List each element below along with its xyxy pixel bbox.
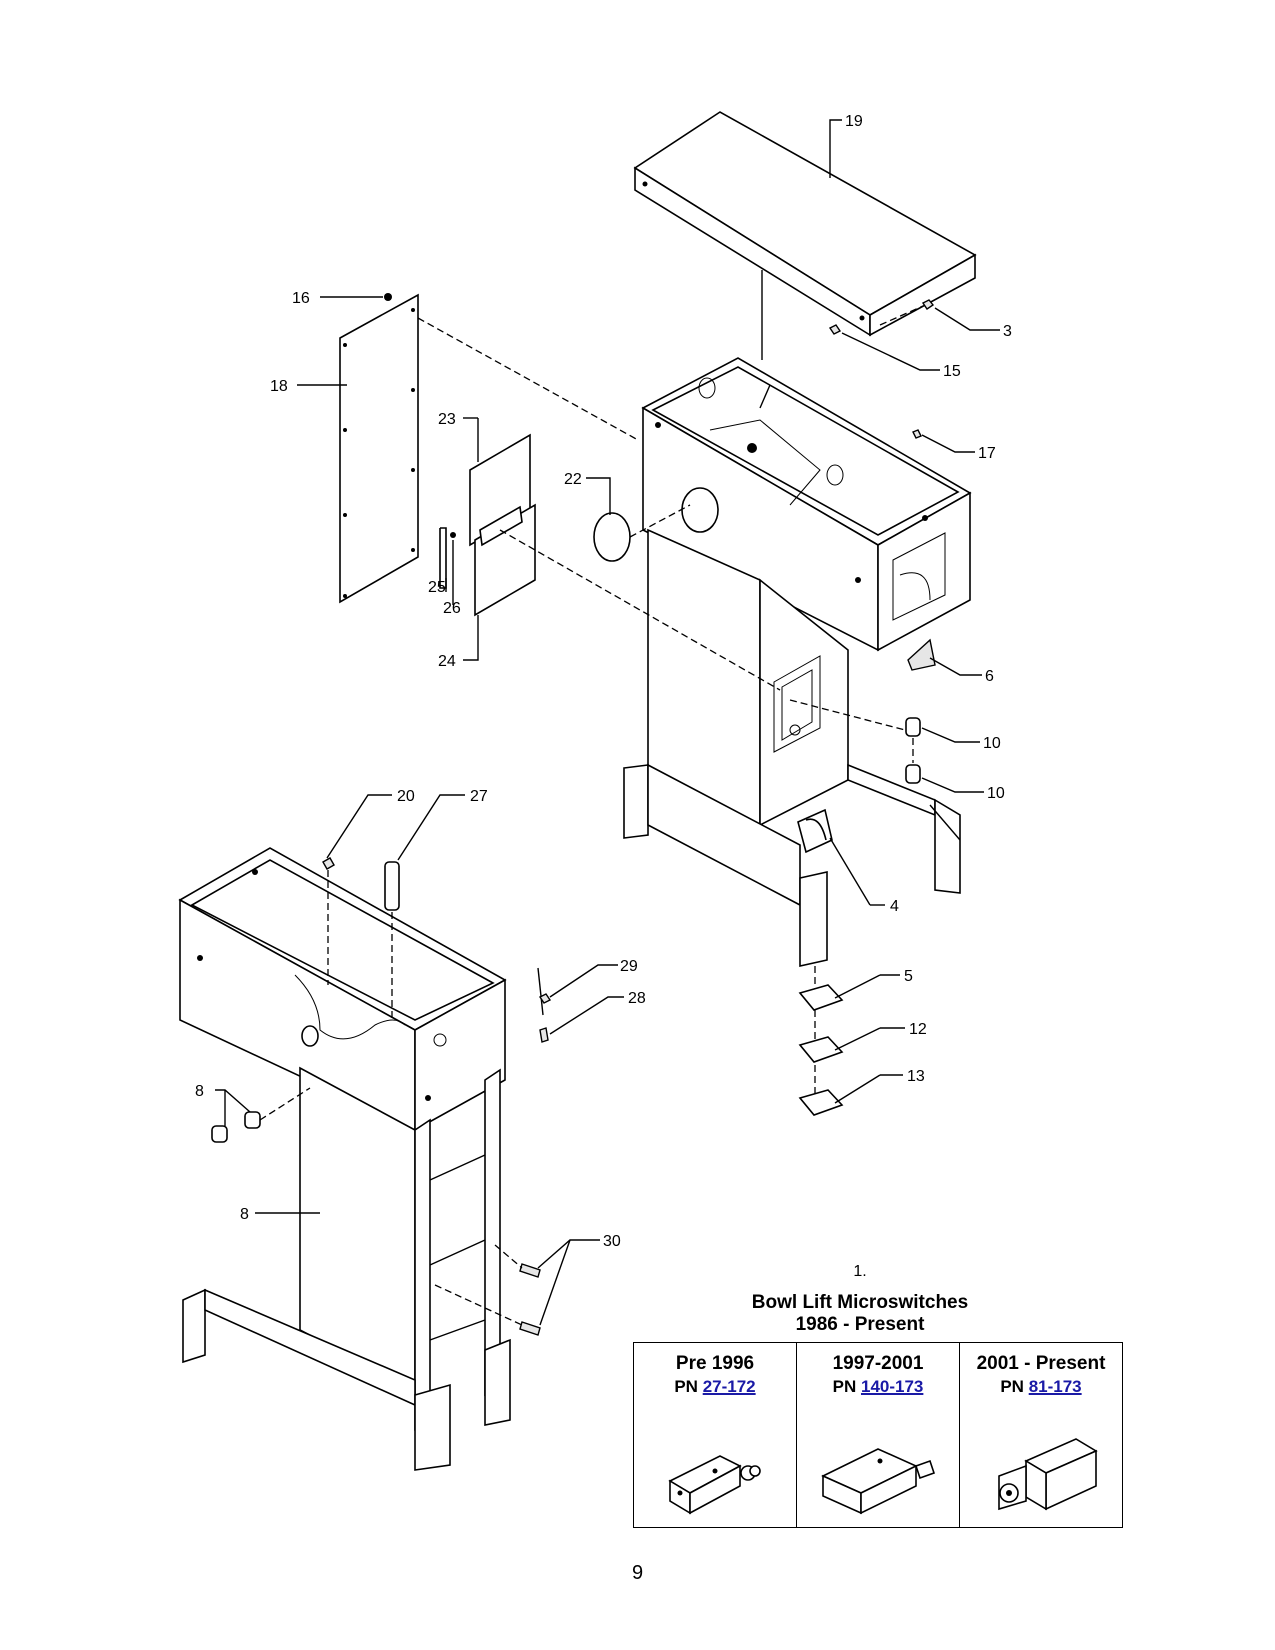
callout-29: 29 bbox=[620, 958, 638, 975]
top-cover-part bbox=[633, 111, 977, 337]
lower-base-assembly-part bbox=[178, 847, 511, 1471]
callout-16: 16 bbox=[292, 290, 310, 307]
callout-18: 18 bbox=[270, 378, 288, 395]
upper-housing-part bbox=[641, 357, 972, 652]
callout-25: 25 bbox=[428, 579, 446, 596]
callout-30: 30 bbox=[603, 1233, 621, 1250]
callout-19: 19 bbox=[845, 113, 863, 130]
callout-22: 22 bbox=[564, 471, 582, 488]
callout-8a: 8 bbox=[195, 1083, 204, 1100]
pn-prefix: PN bbox=[832, 1377, 857, 1396]
pn-prefix: PN bbox=[674, 1377, 698, 1396]
switch-years: Pre 1996 bbox=[675, 1353, 755, 1374]
pn-link[interactable]: 27-172 bbox=[702, 1377, 756, 1396]
pn-link[interactable]: 81-173 bbox=[1028, 1377, 1082, 1396]
callout-13: 13 bbox=[907, 1068, 925, 1085]
page-number: 9 bbox=[631, 1562, 644, 1584]
switch-cell-pre-1996: Pre 1996 PN 27-172 bbox=[634, 1343, 797, 1527]
callout-20: 20 bbox=[397, 788, 415, 805]
section-title-line2: 1986 - Present bbox=[795, 1314, 925, 1335]
microswitch-table: Pre 1996 PN 27-172 1997-2001 PN 140-173 … bbox=[633, 1342, 1123, 1528]
switch-pn: PN 27-172 bbox=[634, 1377, 796, 1397]
section-number: 1. bbox=[853, 1263, 867, 1280]
section-title-line1: Bowl Lift Microswitches bbox=[751, 1292, 969, 1313]
callout-4: 4 bbox=[890, 898, 899, 915]
callout-8b: 8 bbox=[240, 1206, 249, 1223]
switch-cell-1997-2001: 1997-2001 PN 140-173 bbox=[797, 1343, 960, 1527]
callout-26: 26 bbox=[443, 600, 461, 617]
microswitch-image bbox=[998, 1438, 1098, 1511]
callout-10b: 10 bbox=[987, 785, 1005, 802]
callout-10a: 10 bbox=[983, 735, 1001, 752]
callout-28: 28 bbox=[628, 990, 646, 1007]
callout-17: 17 bbox=[978, 445, 996, 462]
callout-27: 27 bbox=[470, 788, 488, 805]
microswitch-image bbox=[668, 1455, 761, 1515]
callout-15: 15 bbox=[943, 363, 961, 380]
pn-link[interactable]: 140-173 bbox=[860, 1377, 924, 1396]
switch-pn: PN 140-173 bbox=[797, 1377, 959, 1397]
switch-years: 1997-2001 bbox=[832, 1353, 924, 1374]
callout-3: 3 bbox=[1003, 323, 1012, 340]
callout-6: 6 bbox=[985, 668, 994, 685]
callout-24: 24 bbox=[438, 653, 456, 670]
switch-cell-2001-present: 2001 - Present PN 81-173 bbox=[960, 1343, 1122, 1527]
microswitch-image bbox=[821, 1448, 936, 1515]
callout-23: 23 bbox=[438, 411, 456, 428]
callout-5: 5 bbox=[904, 968, 913, 985]
switch-years: 2001 - Present bbox=[976, 1353, 1106, 1374]
pn-prefix: PN bbox=[1000, 1377, 1024, 1396]
switch-pn: PN 81-173 bbox=[960, 1377, 1122, 1397]
callout-12: 12 bbox=[909, 1021, 927, 1038]
section-title: Bowl Lift Microswitches 1986 - Present bbox=[610, 1292, 1110, 1336]
